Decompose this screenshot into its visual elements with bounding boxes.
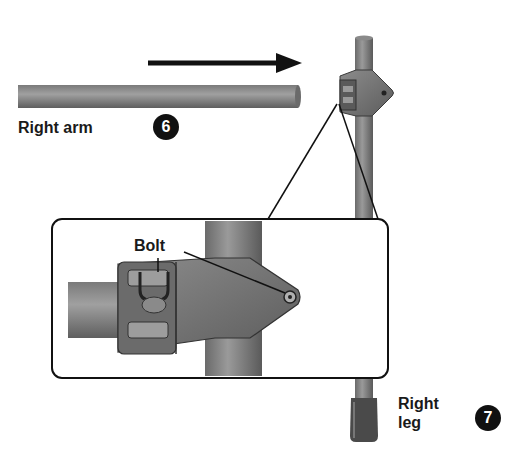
arm-tube bbox=[18, 85, 298, 108]
part-name: Right arm bbox=[18, 118, 93, 137]
inset-leader bbox=[268, 104, 378, 219]
label-text: 6 bbox=[162, 117, 171, 136]
bolt-leader bbox=[158, 252, 285, 293]
direction-arrow bbox=[148, 53, 302, 73]
label-text: Bolt bbox=[134, 237, 165, 254]
callout-number: 6 bbox=[153, 114, 179, 140]
label-text: Right leg bbox=[398, 395, 439, 431]
part-name: Right leg bbox=[398, 394, 454, 432]
label-text: 7 bbox=[484, 408, 493, 427]
inset-detail bbox=[68, 221, 300, 376]
inset-frame bbox=[52, 219, 388, 378]
clamp bbox=[340, 70, 394, 116]
part-name: Bolt bbox=[134, 236, 165, 255]
callout-number: 7 bbox=[475, 405, 501, 431]
arm-tube-end bbox=[295, 85, 301, 108]
label-text: Right arm bbox=[18, 119, 93, 136]
